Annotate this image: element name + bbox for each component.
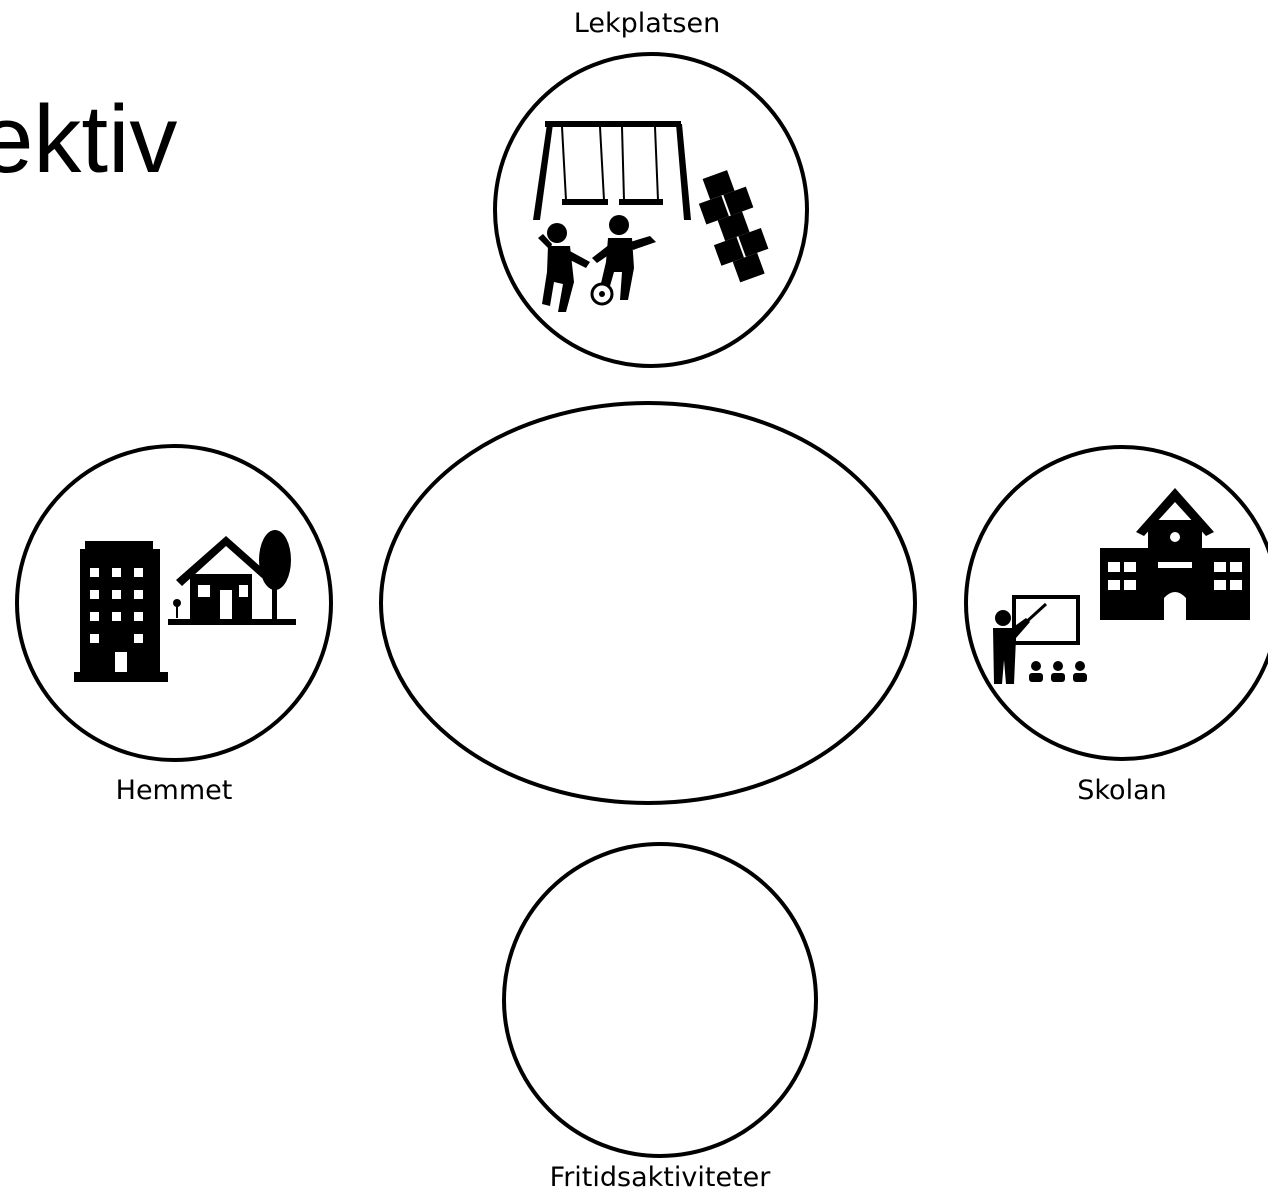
playground-node bbox=[493, 52, 809, 368]
playground-icon bbox=[533, 121, 769, 312]
label-hemmet: Hemmet bbox=[115, 775, 233, 806]
school-icon bbox=[993, 488, 1250, 684]
label-lekplatsen: Lekplatsen bbox=[573, 8, 721, 39]
leisure-circle bbox=[502, 842, 818, 1158]
page-title: ektiv bbox=[0, 86, 178, 193]
playground-circle bbox=[493, 52, 809, 368]
label-skolan: Skolan bbox=[1077, 775, 1167, 806]
home-circle bbox=[15, 444, 333, 762]
home-icon bbox=[74, 530, 296, 682]
label-fritidsaktiviteter: Fritidsaktiviteter bbox=[549, 1162, 771, 1193]
center-ellipse bbox=[379, 401, 917, 805]
school-node bbox=[964, 445, 1268, 761]
home-node bbox=[15, 444, 333, 762]
school-circle bbox=[964, 445, 1268, 761]
